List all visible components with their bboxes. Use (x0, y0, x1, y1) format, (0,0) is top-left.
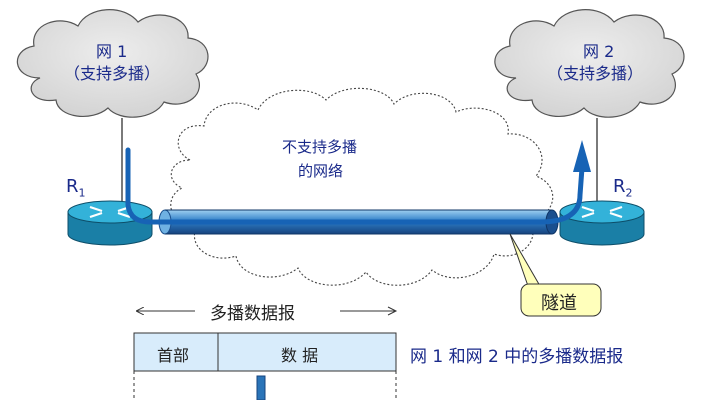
router1-label: R1 (66, 176, 86, 200)
datagram-data-label: 数 据 (281, 346, 319, 365)
network2-subtitle: （支持多播） (547, 64, 644, 83)
datagram-stem (256, 375, 266, 400)
multicast-path-arrow (125, 140, 591, 225)
router1-name: R (66, 176, 79, 197)
router2-name: R (613, 176, 626, 197)
network1-title: 网 1 (96, 42, 128, 61)
router2-sub: 2 (625, 186, 633, 200)
datagram-data-box (217, 332, 397, 372)
network1-cloud (16, 9, 209, 118)
middle-cloud (170, 87, 554, 286)
router2-label: R2 (613, 176, 633, 200)
middle-cloud-line2: 的网络 (298, 162, 344, 180)
network2-cloud (494, 9, 685, 118)
tunnel-callout-box (520, 283, 602, 317)
router2-icon (559, 200, 645, 246)
tunnel-callout-label: 隧道 (541, 293, 577, 314)
datagram-span-label: 多播数据报 (210, 304, 295, 324)
network2-title: 网 2 (583, 42, 615, 61)
network1-subtitle: （支持多播） (64, 64, 161, 83)
router1-sub: 1 (78, 186, 86, 200)
datagram-header-label: 首部 (157, 346, 190, 365)
middle-cloud-line1: 不支持多播 (282, 138, 358, 156)
datagram-span-arrow (137, 306, 398, 316)
datagram-caption: 网 1 和网 2 中的多播数据报 (410, 347, 624, 367)
